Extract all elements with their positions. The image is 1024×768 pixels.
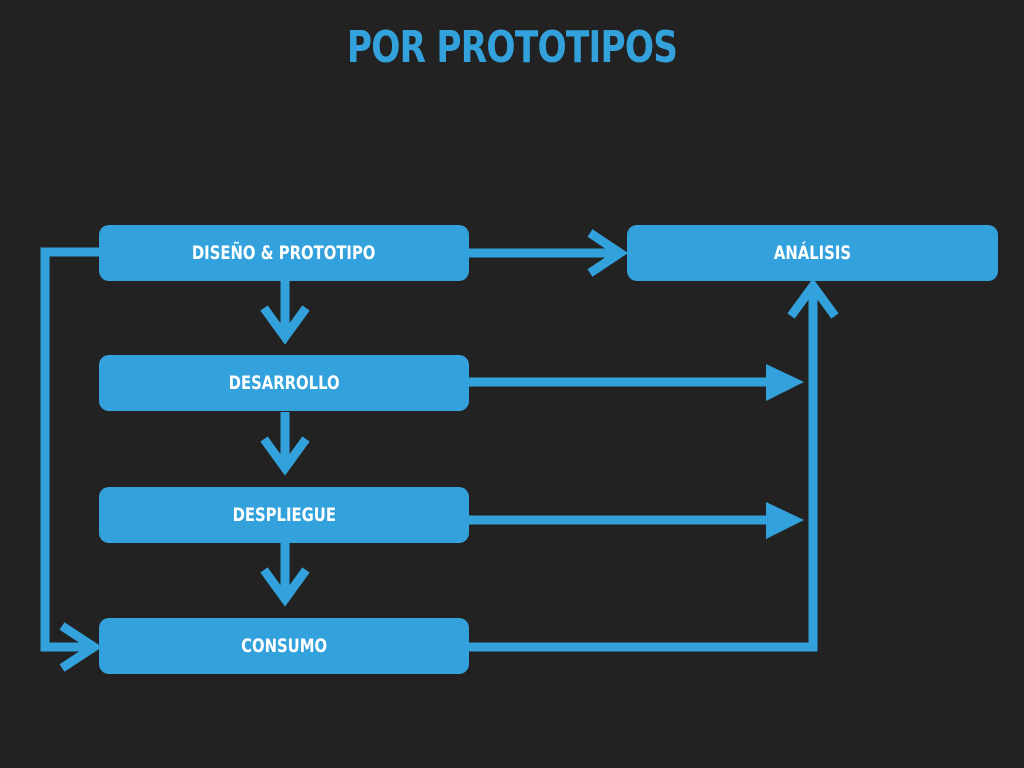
- node-diseno-prototipo-label: DISEÑO & PROTOTIPO: [192, 242, 376, 264]
- connector-loop-diseno-consumo: [40, 247, 100, 652]
- page-title: POR PROTOTIPOS: [346, 22, 678, 73]
- arrowhead-open-down-despliegue: [260, 436, 310, 476]
- node-analisis-label: ANÁLISIS: [773, 242, 852, 264]
- arrowhead-solid-right-desarrollo: [766, 364, 804, 401]
- connector-consumo-analisis: [468, 287, 818, 652]
- node-desarrollo: DESARROLLO: [99, 355, 469, 411]
- node-diseno-prototipo: DISEÑO & PROTOTIPO: [99, 225, 469, 281]
- node-analisis: ANÁLISIS: [627, 225, 998, 281]
- node-consumo: CONSUMO: [99, 618, 469, 674]
- arrowhead-solid-right-despliegue: [766, 502, 804, 539]
- arrowhead-open-down-consumo: [260, 567, 310, 607]
- arrowhead-open-down-desarrollo: [260, 305, 310, 345]
- arrowhead-open-right-analisis: [587, 229, 629, 277]
- arrowhead-open-right-consumo: [59, 622, 103, 672]
- node-consumo-label: CONSUMO: [241, 635, 327, 657]
- node-desarrollo-label: DESARROLLO: [228, 372, 340, 394]
- node-despliegue-label: DESPLIEGUE: [232, 504, 336, 526]
- node-despliegue: DESPLIEGUE: [99, 487, 469, 543]
- arrowhead-open-up-analisis: [787, 278, 839, 319]
